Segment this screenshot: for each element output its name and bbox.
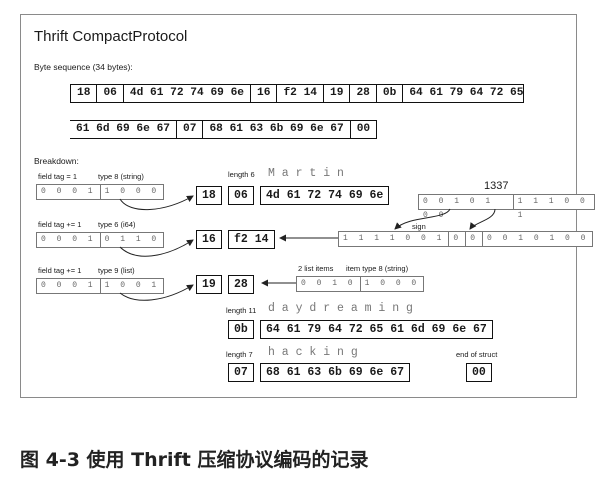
byte-cell: 18: [70, 85, 96, 102]
byte-sequence-row-1: 18 06 4d 61 72 74 69 6e 16 f2 14 19 28 0…: [70, 84, 525, 103]
item-1-letters: d a y d r e a m i n g: [268, 302, 413, 315]
byte-sequence-row-2: 61 6d 69 6e 67 07 68 61 63 6b 69 6e 67 0…: [70, 120, 378, 139]
end-of-struct-byte: 00: [466, 363, 492, 382]
bit-group: 0 0 0 1: [41, 281, 96, 290]
number-value: 1337: [484, 180, 509, 192]
figure-title: Thrift CompactProtocol: [34, 28, 188, 45]
bit-group: 1 0 0 1: [99, 279, 164, 293]
field-1-tag-byte: 18: [196, 186, 222, 205]
byte-cell: 0b: [375, 85, 402, 102]
bit-group: 0 0 0 1: [41, 235, 96, 244]
bit-group: 0 0 1 0 1 0 0: [482, 232, 592, 246]
list-item-type-label: item type 8 (string): [346, 264, 409, 273]
byte-cell: 16: [250, 85, 276, 102]
bit-group: 1 0 0 0: [99, 185, 164, 199]
name-length-byte: 06: [228, 186, 254, 205]
figure-caption: 图 4-3 使用 Thrift 压缩协议编码的记录: [20, 449, 369, 471]
byte-cell: 4d 61 72 74 69 6e: [122, 85, 250, 102]
byte-cell: 07: [176, 121, 202, 138]
byte-cell: 19: [323, 85, 349, 102]
field-3-type-label: type 9 (list): [98, 266, 135, 275]
list-header-byte: 28: [228, 275, 254, 294]
item-2-letters: h a c k i n g: [268, 346, 358, 359]
item-2-length-label: length 7: [226, 350, 253, 359]
byte-cell: 68 61 63 6b 69 6e 67: [202, 121, 349, 138]
bit-group: 0 0 0 1: [41, 187, 96, 196]
byte-cell: 64 61 79 64 72 65: [402, 85, 523, 102]
item-1-bytes: 64 61 79 64 72 65 61 6d 69 6e 67: [260, 320, 493, 339]
breakdown-label: Breakdown:: [34, 156, 79, 166]
item-1-length-label: length 11: [226, 306, 257, 315]
bit-group: 1 1 1 0 0 1: [512, 195, 594, 220]
list-items-label: 2 list items: [298, 264, 334, 273]
bit-group: 0 0 1 0 1 0 0: [423, 197, 494, 220]
number-bytes: f2 14: [228, 230, 275, 249]
bit-group: 0: [465, 232, 482, 246]
end-of-struct-label: end of struct: [456, 350, 498, 359]
field-1-bits: 0 0 0 1 1 0 0 0: [36, 184, 165, 200]
byte-cell: 00: [349, 121, 376, 138]
name-bytes: 4d 61 72 74 69 6e: [260, 186, 390, 205]
item-1-length-byte: 0b: [228, 320, 254, 339]
bit-group: 0 0 1 0: [301, 279, 356, 288]
item-2-bytes: 68 61 63 6b 69 6e 67: [260, 363, 411, 382]
field-3-bits: 0 0 0 1 1 0 0 1: [36, 278, 165, 294]
field-2-tag-byte: 16: [196, 230, 222, 249]
byte-cell: 61 6d 69 6e 67: [76, 123, 170, 135]
bit-group: 0 1 1 0: [99, 233, 164, 247]
bit-group: 0: [448, 232, 465, 246]
field-1-tag-label: field tag = 1: [38, 172, 77, 181]
byte-sequence-label: Byte sequence (34 bytes):: [34, 62, 133, 72]
field-3-tag-byte: 19: [196, 275, 222, 294]
field-3-tag-label: field tag += 1: [38, 266, 82, 275]
item-2-length-byte: 07: [228, 363, 254, 382]
number-raw-bits: 0 0 1 0 1 0 0 1 1 1 0 0 1: [418, 194, 595, 220]
name-letters: M a r t i n: [268, 167, 344, 180]
name-length-label: length 6: [228, 170, 255, 179]
bit-group: 1 1 1 1 0 0 1: [343, 234, 445, 243]
list-header-bits: 0 0 1 0 1 0 0 0: [296, 276, 425, 292]
number-encoded-bits: 1 1 1 1 0 0 1 0 0 0 0 1 0 1 0 0: [338, 231, 594, 247]
field-1-type-label: type 8 (string): [98, 172, 144, 181]
byte-cell: 06: [96, 85, 122, 102]
field-2-type-label: type 6 (i64): [98, 220, 136, 229]
field-2-tag-label: field tag += 1: [38, 220, 82, 229]
field-2-bits: 0 0 0 1 0 1 1 0: [36, 232, 165, 248]
byte-cell: f2 14: [276, 85, 323, 102]
bit-group: 1 0 0 0: [359, 277, 424, 291]
byte-cell: 28: [349, 85, 375, 102]
sign-label: sign: [412, 222, 426, 231]
